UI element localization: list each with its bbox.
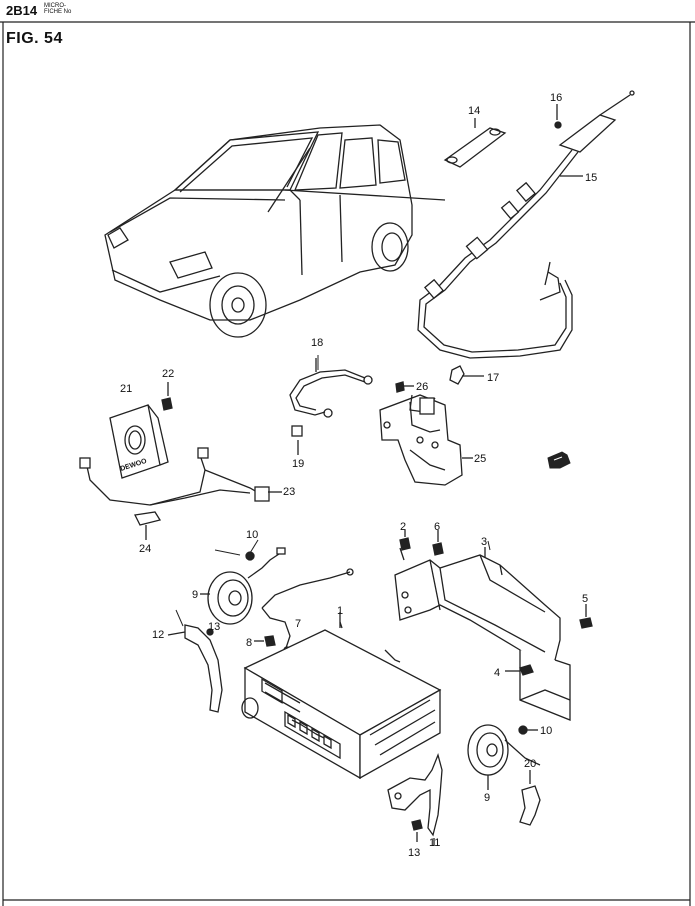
antenna-assembly [417,90,635,385]
callout-13-right: 13 [408,847,420,859]
callout-4: 4 [494,667,500,679]
callout-24: 24 [139,543,151,555]
leader-lines [175,355,491,627]
callout-17: 17 [487,372,499,384]
callout-10-right: 10 [540,725,552,737]
callout-8: 8 [246,637,252,649]
ground-strap [289,358,373,455]
speaker-cable [254,568,354,654]
callout-1: 1 [337,605,343,617]
right-speaker-bracket [387,752,443,846]
frame-border [0,21,695,906]
microfiche-label: MICRO- FICHE No [44,3,84,15]
car-illustration [104,124,446,338]
callout-2: 2 [400,521,406,533]
mounting-bracket [394,530,593,721]
callout-22: 22 [162,368,174,380]
callout-16: 16 [550,92,562,104]
switch-panel-and-harness [79,382,282,540]
callout-23: 23 [283,486,295,498]
callout-19: 19 [292,458,304,470]
callout-20: 20 [524,758,536,770]
callout-26: 26 [416,381,428,393]
figure-title: FIG. 54 [6,30,63,47]
callout-12: 12 [152,629,164,641]
microfiche-label-line1: MICRO- [44,3,66,9]
speakers [200,547,541,790]
callout-9-left: 9 [192,589,198,601]
callout-10-left: 10 [246,529,258,541]
callout-5: 5 [582,593,588,605]
callout-3: 3 [481,536,487,548]
callout-9-right: 9 [484,792,490,804]
forward-arrow-icon [547,451,571,469]
callout-13-left: 13 [208,621,220,633]
callout-6: 6 [434,521,440,533]
callout-21: 21 [120,383,132,395]
callout-11: 11 [429,837,440,849]
callout-14: 14 [468,105,480,117]
callout-7: 7 [295,618,301,630]
cable-clip [519,770,541,826]
radio-unit [241,612,442,780]
callout-15: 15 [585,172,597,184]
microfiche-code: 2B14 [6,3,38,18]
left-speaker-bracket [167,624,223,713]
callout-25: 25 [474,453,486,465]
microfiche-label-line2: FICHE No [44,9,72,15]
callout-18: 18 [311,337,323,349]
switch-bracket [379,381,473,486]
